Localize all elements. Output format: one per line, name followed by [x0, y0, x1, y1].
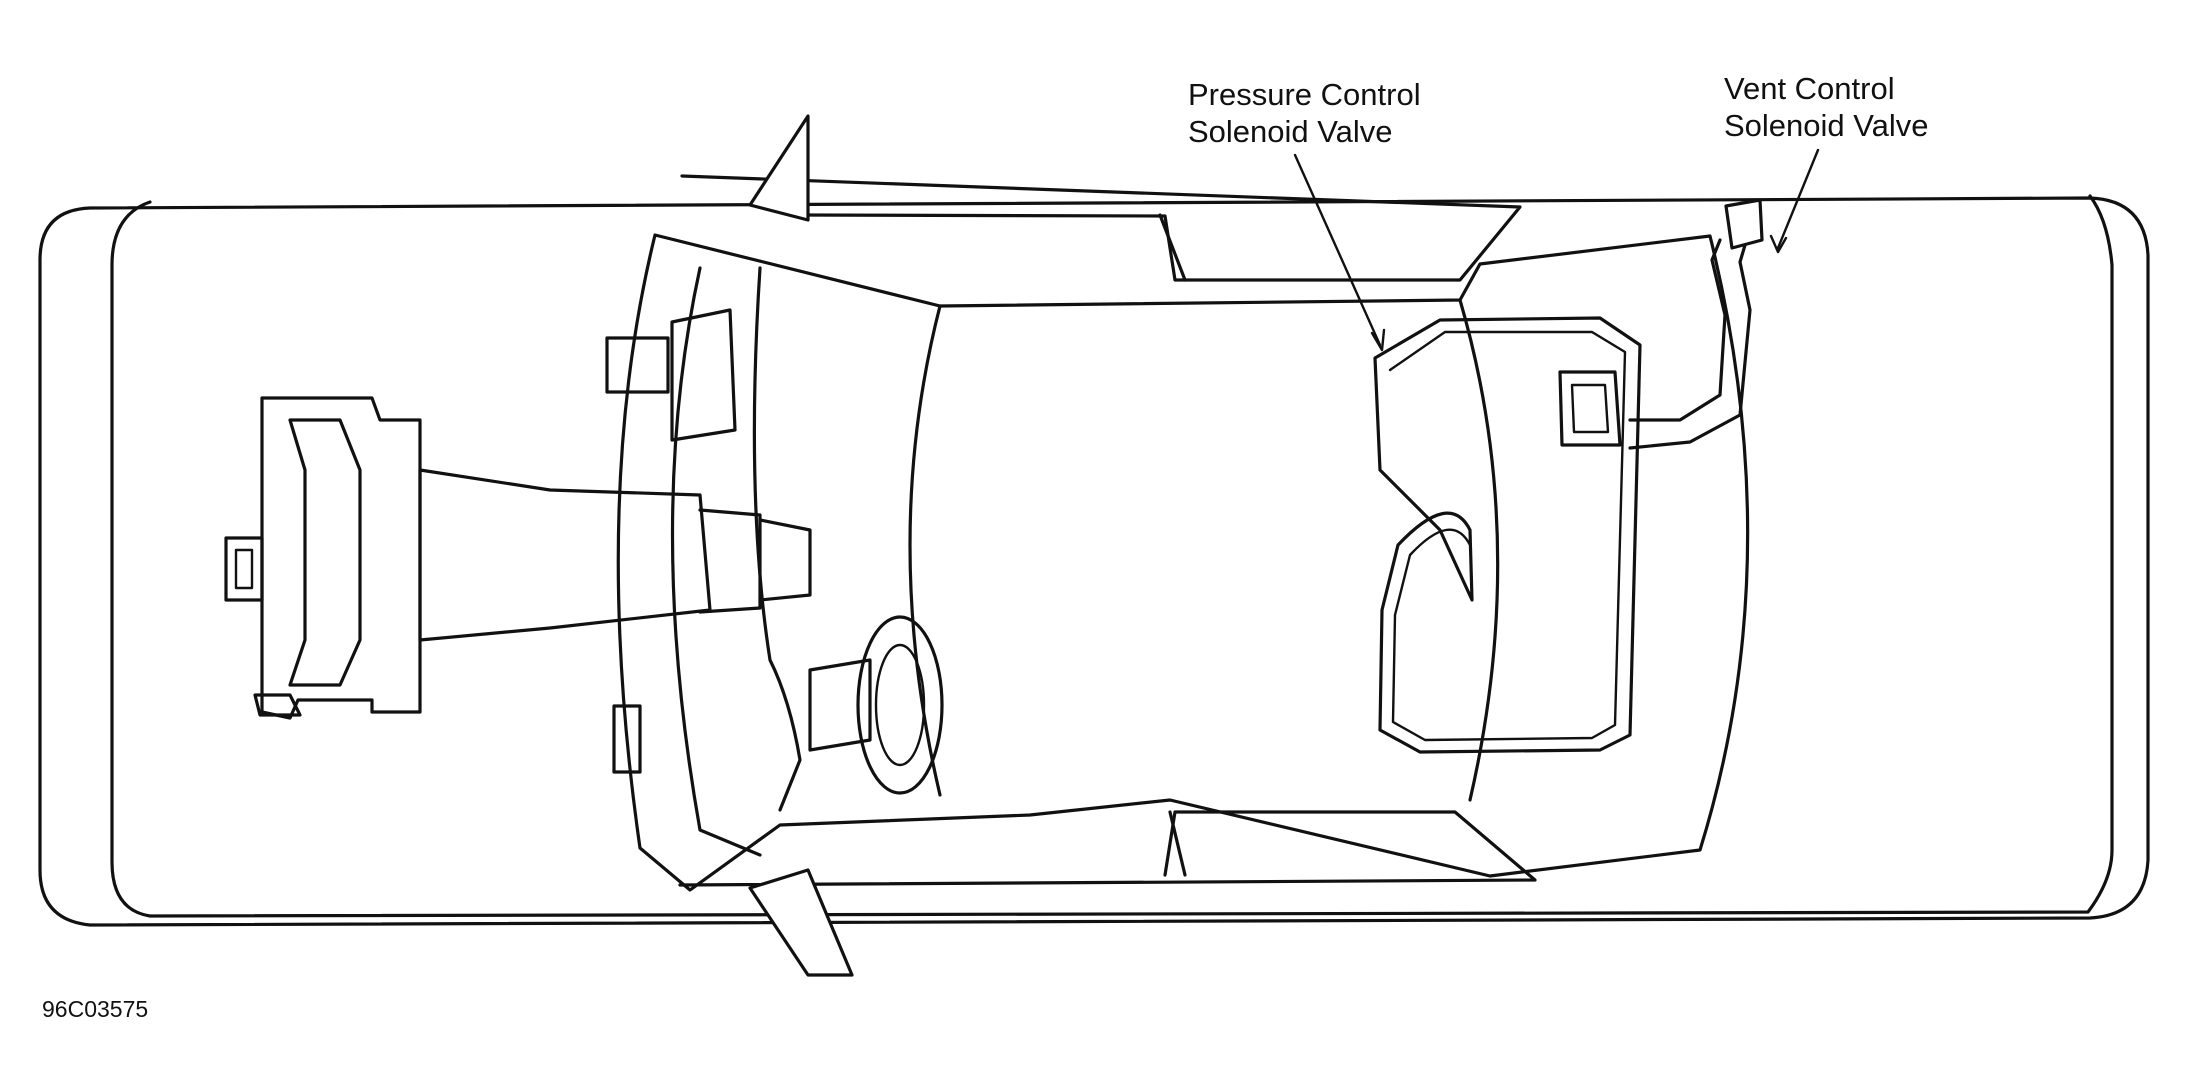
vent-valve-arrow [1769, 234, 1788, 254]
vent-valve-leader [1776, 148, 1820, 250]
engine-bracket [253, 693, 302, 717]
fuel-tank [1373, 316, 1642, 754]
window-bottom-pillar [1168, 810, 1187, 877]
transmission [418, 468, 712, 642]
roof-rear-line [1458, 298, 1500, 802]
vent-control-label-line-2: Solenoid Valve [1724, 108, 1929, 143]
windshield-frame [616, 233, 1750, 892]
steering-hub [874, 643, 926, 767]
figure-id: 96C03575 [42, 996, 149, 1022]
filler-pipe [1628, 238, 1727, 422]
vent-control-solenoid-valve-label: Vent Control Solenoid Valve [1724, 70, 1929, 144]
dash-box-2 [612, 704, 642, 774]
filler-neck [1724, 198, 1764, 250]
windshield-inner [670, 266, 762, 857]
filler-pipe-inner [1628, 233, 1752, 450]
steering-wheel [856, 615, 944, 795]
engine-block [260, 396, 422, 720]
dash-box-1 [605, 336, 670, 394]
tailshaft [758, 518, 812, 602]
driveshaft [698, 508, 762, 614]
car-body-outer [38, 196, 2150, 927]
engine-pulley [224, 536, 264, 602]
fuel-sender-inner [1570, 383, 1610, 434]
engine-pulley-center [234, 548, 254, 590]
fuel-sender [1558, 370, 1622, 447]
pressure-valve-leader [1293, 153, 1382, 347]
pressure-control-label-line-1: Pressure Control [1188, 77, 1421, 112]
vent-control-label-line-1: Vent Control [1724, 71, 1895, 106]
glovebox [670, 308, 737, 442]
steering-column [808, 658, 872, 752]
pressure-valve-arrow [1370, 328, 1386, 352]
mirror-bottom [748, 868, 854, 977]
window-bottom [678, 810, 1537, 887]
pressure-control-solenoid-valve-label: Pressure Control Solenoid Valve [1188, 76, 1421, 150]
dashboard [752, 266, 802, 812]
car-body-inner [110, 194, 2114, 918]
window-top-pillar [1158, 213, 1187, 282]
engine-manifold [288, 418, 362, 687]
mirror-top [748, 114, 810, 222]
roof-front-line [908, 304, 942, 797]
fuel-tank-inner [1388, 330, 1627, 742]
window-top [680, 174, 1522, 282]
pressure-control-label-line-2: Solenoid Valve [1188, 114, 1393, 149]
